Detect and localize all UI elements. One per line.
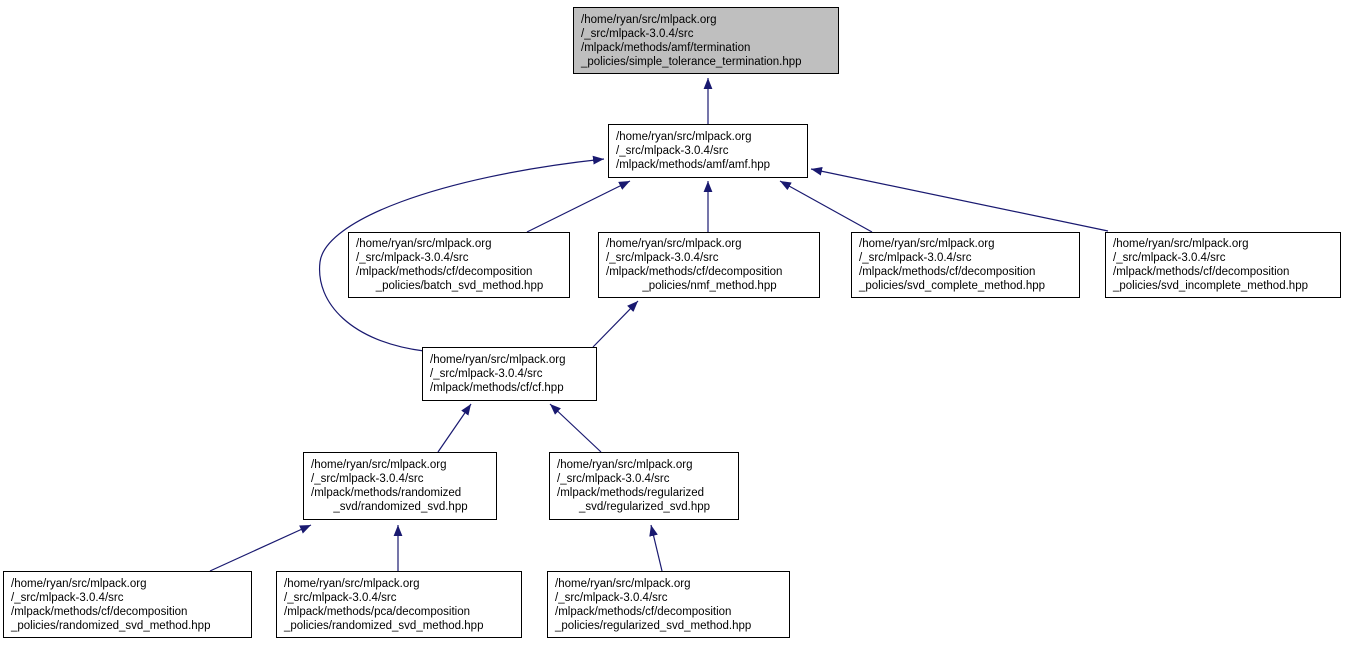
- node-label-line: /_src/mlpack-3.0.4/src: [356, 252, 469, 264]
- node-label-line: /mlpack/methods/cf/decomposition: [606, 266, 783, 278]
- node-label-line: /mlpack/methods/amf/amf.hpp: [616, 159, 771, 171]
- edge-cf-randomized-method-to-randomized-svd: [209, 524, 312, 572]
- node-label-line: /mlpack/methods/cf/decomposition: [859, 266, 1036, 278]
- node-label-line: /_src/mlpack-3.0.4/src: [284, 591, 397, 604]
- node-label-line: /home/ryan/src/mlpack.org: [430, 354, 566, 366]
- node-cf-randomized-svd-method-hpp[interactable]: /home/ryan/src/mlpack.org /_src/mlpack-3…: [3, 571, 252, 638]
- node-pca-randomized-svd-method-hpp[interactable]: /home/ryan/src/mlpack.org /_src/mlpack-3…: [276, 571, 522, 638]
- node-label-line: /mlpack/methods/regularized: [557, 487, 705, 499]
- edge-cf-regularized-method-to-regularized-svd: [649, 524, 663, 572]
- node-cf-hpp[interactable]: /home/ryan/src/mlpack.org /_src/mlpack-3…: [422, 347, 597, 401]
- node-label-line: /_src/mlpack-3.0.4/src: [1113, 252, 1226, 264]
- node-label-line: /mlpack/methods/amf/termination: [581, 41, 751, 54]
- edge-batch-svd-to-amf: [526, 180, 631, 233]
- node-label-line: _svd/regularized_svd.hpp: [578, 501, 711, 513]
- node-label-line: /_src/mlpack-3.0.4/src: [606, 252, 719, 264]
- node-label-line: /mlpack/methods/cf/cf.hpp: [430, 382, 564, 394]
- node-label-line: _svd/randomized_svd.hpp: [333, 501, 468, 513]
- node-label-line: _policies/regularized_svd_method.hpp: [555, 619, 752, 632]
- node-nmf-method-hpp[interactable]: /home/ryan/src/mlpack.org /_src/mlpack-3…: [598, 232, 820, 298]
- edge-randomized-svd-to-cf: [437, 403, 472, 453]
- node-label-line: /mlpack/methods/cf/decomposition: [555, 605, 732, 618]
- node-label-line: /mlpack/methods/cf/decomposition: [1113, 266, 1290, 278]
- edge-regularized-svd-to-cf: [549, 403, 602, 453]
- node-label-line: _policies/svd_complete_method.hpp: [859, 280, 1046, 292]
- node-label-line: _policies/batch_svd_method.hpp: [375, 280, 544, 292]
- node-regularized-svd-hpp[interactable]: /home/ryan/src/mlpack.org /_src/mlpack-3…: [549, 452, 739, 520]
- node-label-line: _policies/svd_incomplete_method.hpp: [1113, 280, 1308, 292]
- node-label-line: /_src/mlpack-3.0.4/src: [555, 591, 668, 604]
- node-label-line: /home/ryan/src/mlpack.org: [859, 238, 995, 250]
- node-batch-svd-method-hpp[interactable]: /home/ryan/src/mlpack.org /_src/mlpack-3…: [348, 232, 570, 298]
- node-label-line: /home/ryan/src/mlpack.org: [311, 459, 447, 471]
- node-label-line: /home/ryan/src/mlpack.org: [581, 13, 717, 26]
- node-label-line: /home/ryan/src/mlpack.org: [555, 577, 691, 590]
- node-label-line: /home/ryan/src/mlpack.org: [356, 238, 492, 250]
- edge-cf-to-amf: [318, 155, 605, 352]
- node-amf-hpp[interactable]: /home/ryan/src/mlpack.org /_src/mlpack-3…: [608, 124, 808, 178]
- node-label-line: /_src/mlpack-3.0.4/src: [11, 591, 124, 604]
- node-label-line: /home/ryan/src/mlpack.org: [616, 131, 752, 143]
- node-label-line: _policies/randomized_svd_method.hpp: [11, 619, 211, 632]
- node-label-line: /_src/mlpack-3.0.4/src: [430, 368, 543, 380]
- node-svd-complete-method-hpp[interactable]: /home/ryan/src/mlpack.org /_src/mlpack-3…: [851, 232, 1080, 298]
- node-label-line: /home/ryan/src/mlpack.org: [557, 459, 693, 471]
- node-label-line: /_src/mlpack-3.0.4/src: [311, 473, 424, 485]
- node-label-line: /mlpack/methods/cf/decomposition: [356, 266, 533, 278]
- node-svd-incomplete-method-hpp[interactable]: /home/ryan/src/mlpack.org /_src/mlpack-3…: [1105, 232, 1341, 298]
- edge-cf-to-nmf: [592, 300, 639, 348]
- node-label-line: /_src/mlpack-3.0.4/src: [581, 27, 694, 40]
- node-label-line: /_src/mlpack-3.0.4/src: [616, 145, 729, 157]
- node-label-line: /mlpack/methods/pca/decomposition: [284, 605, 471, 618]
- node-label-line: _policies/randomized_svd_method.hpp: [284, 619, 484, 632]
- node-randomized-svd-hpp[interactable]: /home/ryan/src/mlpack.org /_src/mlpack-3…: [303, 452, 497, 520]
- node-label-line: /_src/mlpack-3.0.4/src: [859, 252, 972, 264]
- edge-svd-complete-to-amf: [779, 180, 873, 233]
- node-label-line: _policies/nmf_method.hpp: [642, 280, 777, 292]
- node-label-line: /_src/mlpack-3.0.4/src: [557, 473, 670, 485]
- node-label-line: /home/ryan/src/mlpack.org: [11, 577, 147, 590]
- node-simple-tolerance-termination-hpp[interactable]: /home/ryan/src/mlpack.org /_src/mlpack-3…: [573, 7, 839, 74]
- edge-svd-incomplete-to-amf: [810, 166, 1109, 232]
- node-label-line: /home/ryan/src/mlpack.org: [1113, 238, 1249, 250]
- node-label-line: _policies/simple_tolerance_termination.h…: [581, 55, 802, 68]
- node-cf-regularized-svd-method-hpp[interactable]: /home/ryan/src/mlpack.org /_src/mlpack-3…: [547, 571, 790, 638]
- node-label-line: /mlpack/methods/randomized: [311, 487, 462, 499]
- node-label-line: /home/ryan/src/mlpack.org: [284, 577, 420, 590]
- node-label-line: /home/ryan/src/mlpack.org: [606, 238, 742, 250]
- node-label-line: /mlpack/methods/cf/decomposition: [11, 605, 188, 618]
